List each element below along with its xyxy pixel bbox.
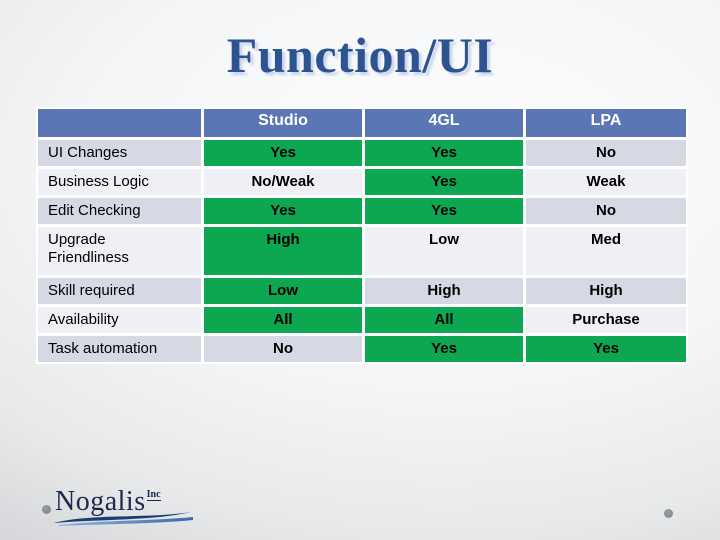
row-label-business-logic: Business Logic [38,169,201,195]
corner-dot [664,509,673,518]
table-cell: Purchase [526,307,686,333]
table-cell: Yes [365,336,523,362]
row-label-edit-checking: Edit Checking [38,198,201,224]
table-cell: Yes [204,198,362,224]
table-cell: Low [365,227,523,275]
row-label-upgrade-friendliness: Upgrade Friendliness [38,227,201,275]
table-cell: No [526,198,686,224]
table-cell: Yes [365,169,523,195]
logo-wordmark: Nogalis [55,486,146,517]
logo-inc-suffix: Inc [146,489,161,501]
table-cell: High [204,227,362,275]
nogalis-logo: NogalisInc [53,486,205,528]
table-cell: Yes [526,336,686,362]
table-cell: No [204,336,362,362]
table-cell: No/Weak [204,169,362,195]
table-cell: Med [526,227,686,275]
table-cell: Low [204,278,362,304]
table-cell: All [365,307,523,333]
table-cell: High [526,278,686,304]
table-cell: No [526,140,686,166]
slide-title: Function/UI [226,27,494,83]
table-cell: Yes [365,140,523,166]
logo-swoosh-graphic [53,512,193,526]
table-cell: High [365,278,523,304]
table-cell: Yes [365,198,523,224]
table-cell: All [204,307,362,333]
row-label-task-automation: Task automation [38,336,201,362]
row-label-ui-changes: UI Changes [38,140,201,166]
table-header-lpa: LPA [526,109,686,137]
table-header-empty [38,109,201,137]
footer-bullet-dot [42,505,51,514]
table-cell: Weak [526,169,686,195]
table-cell: Yes [204,140,362,166]
row-label-skill-required: Skill required [38,278,201,304]
table-header-4gl: 4GL [365,109,523,137]
table-header-studio: Studio [204,109,362,137]
comparison-table: Studio 4GL LPA UI Changes Yes Yes No Bus… [36,107,688,364]
row-label-availability: Availability [38,307,201,333]
